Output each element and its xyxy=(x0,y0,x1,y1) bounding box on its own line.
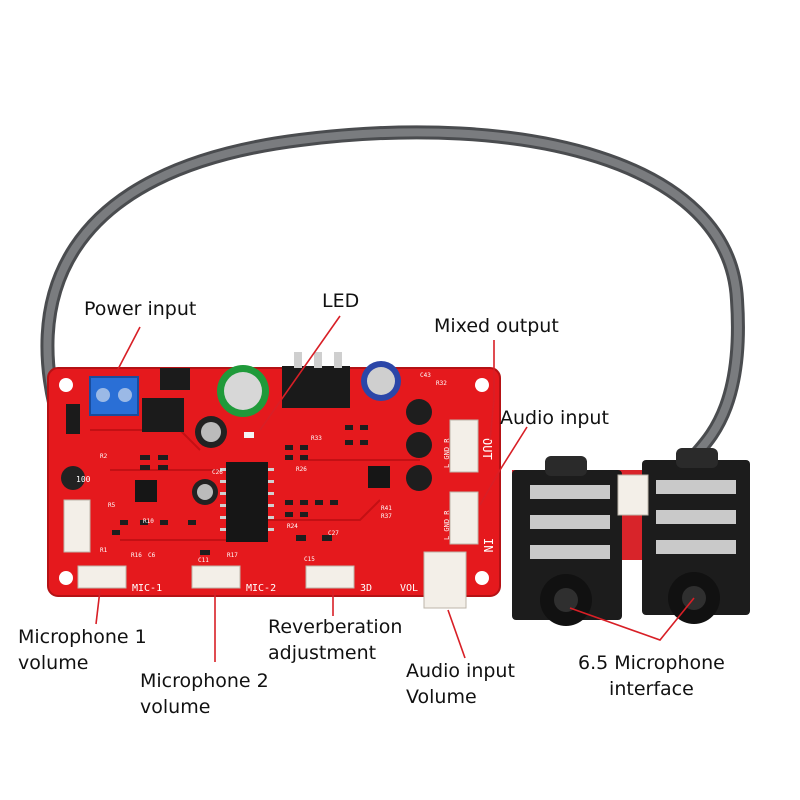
pcb-board: MIC-1 MIC-2 3D VOL OUT IN L GND R L GND … xyxy=(47,352,501,609)
silk-c43: C43 xyxy=(420,372,431,379)
main-ic-chip xyxy=(226,462,268,542)
silk-c15: C15 xyxy=(304,556,315,563)
label-mixed-output: Mixed output xyxy=(434,315,559,337)
label-led: LED xyxy=(322,290,360,312)
silk-r16: R16 xyxy=(131,552,142,559)
silk-r26: R26 xyxy=(296,466,307,473)
silk-3d: 3D xyxy=(360,583,372,594)
silk-in: IN xyxy=(481,538,495,552)
silk-c6: C6 xyxy=(148,552,156,559)
mic2-connector xyxy=(191,565,241,589)
silk-r2: R2 xyxy=(100,453,108,460)
silk-r32: R32 xyxy=(436,380,447,387)
silk-r17: R17 xyxy=(227,552,238,559)
label-audio-input: Audio input xyxy=(500,407,609,429)
in-connector xyxy=(449,491,479,545)
silk-c26: C26 xyxy=(212,469,223,476)
vol-connector xyxy=(423,551,467,609)
silk-c27: C27 xyxy=(328,530,339,537)
silk-r24: R24 xyxy=(287,523,298,530)
out-connector xyxy=(449,419,479,473)
silk-r33: R33 xyxy=(311,435,322,442)
silk-cap-100: 100 xyxy=(76,475,91,484)
label-power-input: Power input xyxy=(84,298,197,320)
led-component xyxy=(244,432,254,438)
silk-c11: C11 xyxy=(198,557,209,564)
regulator-heatsink xyxy=(282,366,350,408)
silk-mic1: MIC-1 xyxy=(132,583,162,594)
silk-r41: R41 xyxy=(381,505,392,512)
silk-lgr-in: L GND R xyxy=(443,510,451,540)
mic1-connector xyxy=(77,565,127,589)
silk-lgr-out: L GND R xyxy=(443,438,451,468)
silk-r10: R10 xyxy=(143,518,154,525)
silk-r1: R1 xyxy=(100,547,108,554)
silk-vol: VOL xyxy=(400,583,418,594)
silk-out: OUT xyxy=(480,438,494,460)
silk-r5: R5 xyxy=(108,502,116,509)
silk-r37: R37 xyxy=(381,513,392,520)
jack-block xyxy=(512,448,750,626)
annotation-lines xyxy=(95,315,695,662)
3d-connector xyxy=(305,565,355,589)
silk-mic2: MIC-2 xyxy=(246,583,276,594)
